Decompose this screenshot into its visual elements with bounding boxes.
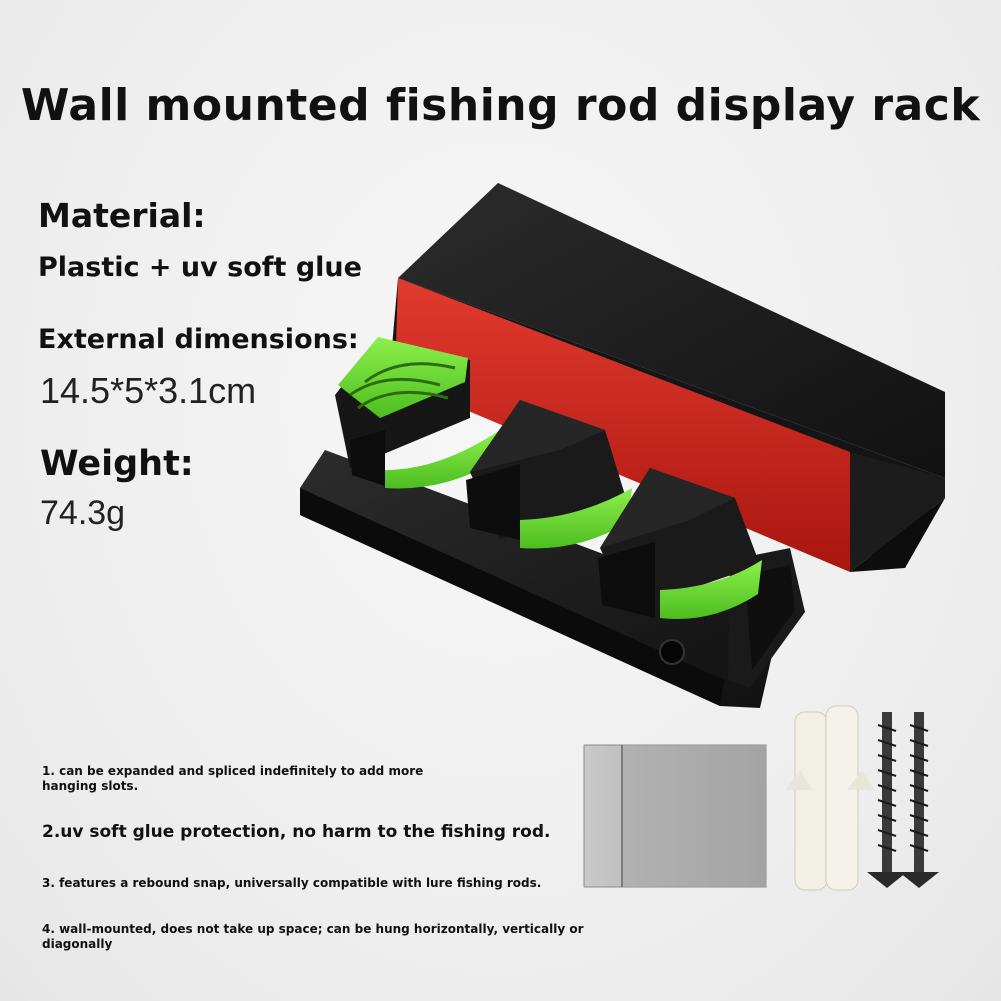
dimensions-value: 14.5*5*3.1cm	[40, 370, 257, 411]
feature-note-3: 3. features a rebound snap, universally …	[42, 876, 542, 890]
weight-value: 74.3g	[40, 494, 126, 532]
rod-clip-1	[335, 337, 500, 489]
feature-note-2: 2.uv soft glue protection, no harm to th…	[42, 822, 551, 842]
wall-anchors	[785, 705, 874, 891]
packaging-box	[390, 183, 945, 572]
weight-label: Weight:	[40, 444, 194, 484]
material-label: Material:	[38, 196, 206, 235]
feature-note-4: 4. wall-mounted, does not take up space;…	[42, 922, 584, 951]
dimensions-label: External dimensions:	[38, 324, 359, 355]
rod-clip-2	[466, 400, 632, 549]
adhesive-pad	[583, 744, 767, 888]
material-value: Plastic + uv soft glue	[38, 252, 362, 283]
feature-note-1: 1. can be expanded and spliced indefinit…	[42, 764, 424, 793]
page-title: Wall mounted fishing rod display rack	[20, 80, 981, 131]
rod-clip-3	[598, 468, 762, 619]
screws	[867, 712, 939, 888]
